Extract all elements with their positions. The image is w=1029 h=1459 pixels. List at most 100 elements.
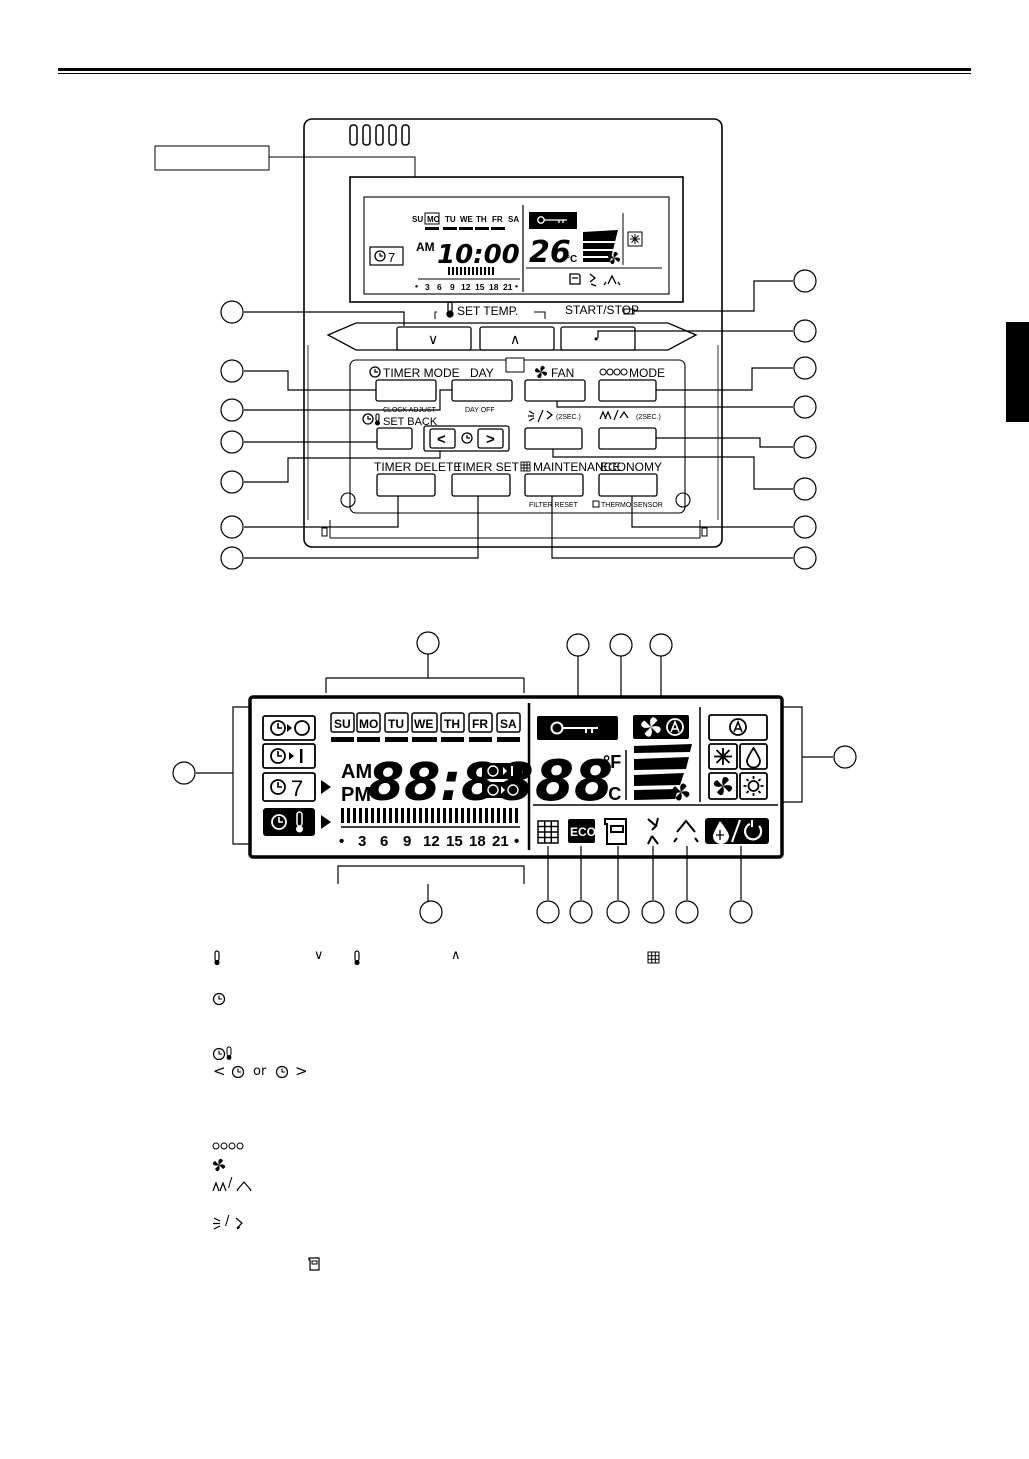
timer-delete-button[interactable]	[376, 473, 436, 497]
weekly-timer-icon: 7	[262, 772, 316, 802]
lcd-day-sa: SA	[508, 215, 519, 224]
legend-swing-slash: /	[225, 1214, 230, 1229]
lcd-hour-9: 9	[450, 282, 455, 292]
lcd-dot-right: •	[515, 281, 518, 291]
big-temp: 88	[535, 749, 613, 814]
swing-vertical-icon	[647, 817, 659, 845]
big-day-th: TH	[444, 717, 460, 731]
mode-icons	[599, 368, 628, 376]
eco-label: ECO	[570, 825, 596, 839]
big-unit-c: °C	[601, 784, 621, 804]
lcd-day-su: SU	[412, 215, 423, 224]
airflow-button[interactable]	[598, 427, 657, 450]
day-off-label: DAY OFF	[465, 407, 495, 414]
big-day-we: WE	[414, 717, 433, 731]
big-hour-21: 21	[492, 833, 509, 850]
start-stop-button[interactable]: •	[560, 326, 636, 351]
set-back-button[interactable]	[376, 427, 413, 450]
fan-button[interactable]	[524, 379, 586, 402]
big-hour-18: 18	[469, 833, 486, 850]
legend-grid-icon	[647, 951, 660, 964]
big-day-su: SU	[334, 717, 351, 731]
lcd-day-th: TH	[476, 215, 487, 224]
swing-icon	[528, 409, 553, 423]
lcd-unit: °C	[566, 254, 577, 265]
swing-button[interactable]	[524, 427, 583, 450]
lcd-cool-icon	[627, 231, 643, 247]
left-label: <	[437, 431, 446, 448]
timer-on-off-icon	[262, 715, 316, 741]
big-hour-12: 12	[423, 833, 440, 850]
maintenance-label: MAINTENANCE	[533, 460, 620, 474]
lcd-time: 10:00	[437, 240, 520, 270]
fan-label: FAN	[551, 366, 574, 380]
remote-callouts-left	[220, 300, 479, 570]
set-back-thermo-icon	[374, 413, 381, 426]
temp-up-label: ∧	[510, 331, 520, 347]
right-label: >	[486, 431, 495, 448]
timer-delete-label: TIMER DELETE	[374, 460, 461, 474]
swing-horizontal-icon	[673, 819, 699, 843]
hour-bracket	[337, 865, 525, 901]
big-timer-off-small-icon	[482, 763, 522, 779]
big-dot-right: •	[514, 833, 519, 850]
big-progress-bar	[341, 808, 518, 823]
left-button[interactable]: <	[429, 428, 456, 449]
temp-up-button[interactable]: ∧	[479, 326, 555, 351]
timer-mode-label: TIMER MODE	[383, 366, 460, 380]
temp-down-label: ∨	[428, 331, 438, 347]
filter-grid-icon	[537, 820, 559, 844]
legend-setback-icon	[212, 1046, 232, 1061]
defrost-standby-icon	[705, 818, 769, 844]
lcd-temp: 26	[529, 235, 571, 270]
right-button[interactable]: >	[477, 428, 504, 449]
maintenance-button[interactable]	[524, 473, 584, 497]
legend-down-sym: ∨	[314, 948, 324, 963]
economy-button[interactable]	[598, 473, 658, 497]
timer-mode-button[interactable]	[375, 379, 437, 402]
big-day-bars	[331, 737, 520, 742]
mode-label: MODE	[629, 366, 665, 380]
lcd-fan-speed	[583, 230, 618, 262]
legend-clock-icon-3	[275, 1065, 289, 1079]
big-hour-3: 3	[358, 833, 366, 850]
thermo-sensor-big-icon	[604, 818, 627, 845]
lcd-timer-box	[369, 246, 404, 266]
airflow-icon	[599, 409, 629, 421]
sensor-window	[505, 357, 525, 373]
day-label: DAY	[470, 366, 494, 380]
legend-fan-icon	[212, 1158, 226, 1172]
legend-up-sym: ∧	[451, 948, 461, 963]
set-back-label: SET BACK	[383, 416, 438, 428]
big-pm: PM	[341, 784, 371, 806]
day-select-group	[423, 425, 510, 452]
lcd-hour-21: 21	[503, 282, 513, 292]
legend-swing-icon-b	[235, 1217, 243, 1230]
legend-airflow-icon-b	[236, 1181, 252, 1192]
setback-timer-icon	[263, 808, 315, 836]
mode-auto-icon	[708, 714, 768, 741]
lcd-hour-15: 15	[475, 282, 485, 292]
lcd-filter-swing-icons	[569, 273, 621, 287]
airflow-2sec-label: (2SEC.)	[636, 414, 661, 421]
lcd-hour-18: 18	[489, 282, 499, 292]
start-stop-dot: •	[594, 332, 598, 346]
legend-airflow-icon-a	[212, 1181, 227, 1192]
timer-set-button[interactable]	[451, 473, 511, 497]
legend-gt: >	[295, 1062, 308, 1080]
lcd-hour-12: 12	[461, 282, 471, 292]
fan-auto-icon	[633, 715, 689, 739]
lcd-day-bars	[425, 227, 505, 230]
start-stop-label: START/STOP	[565, 303, 639, 317]
lcd-progress-bar	[448, 267, 494, 275]
big-hour-9: 9	[403, 833, 411, 850]
filter-reset-label: FILTER RESET	[529, 502, 579, 509]
mode-button[interactable]	[598, 379, 657, 402]
thermo-sensor-icon	[592, 500, 600, 508]
setback-arrow-icon	[321, 815, 331, 829]
temp-down-button[interactable]: ∨	[396, 326, 472, 351]
maintenance-grid-icon	[520, 461, 531, 472]
legend-or: or	[253, 1064, 267, 1079]
day-button[interactable]	[451, 379, 513, 402]
